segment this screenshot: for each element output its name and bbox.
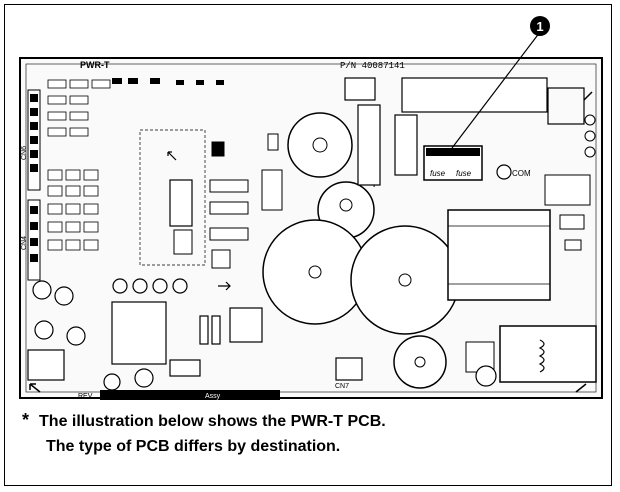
fuse-holder: fuse fuse: [423, 145, 483, 181]
connector-label-cn4: CN4: [21, 236, 28, 250]
electrolytic-capacitor-large-right: [350, 225, 460, 335]
indicator-leds: [584, 114, 596, 158]
lower-left-components: [27, 278, 363, 391]
transistor-row-top: [112, 78, 224, 85]
callout-leader-line: [451, 31, 541, 149]
transformer-block: [447, 174, 591, 301]
assy-label: Assy: [205, 393, 221, 400]
note-text-1: The illustration below shows the PWR-T P…: [39, 413, 386, 430]
electrolytic-capacitor-large-left: [262, 219, 368, 325]
corner-arrow-top-right: [583, 91, 593, 101]
com-terminal: COM: [496, 164, 531, 180]
electrolytic-capacitor-top: [287, 112, 353, 178]
note-line-2: The type of PCB differs by destination.: [46, 438, 340, 456]
note-text-2: The type of PCB differs by destination.: [46, 438, 341, 455]
pcb-inner-border: [25, 63, 597, 393]
inductor-lower-right: [465, 325, 597, 387]
corner-arrow-bottom-left: [29, 383, 41, 393]
left-connector-cn6: [27, 89, 41, 191]
callout-number: 1: [536, 19, 543, 34]
rev-label: REV.: [78, 393, 94, 400]
relay-block-upper: [344, 77, 585, 186]
board-name-silk: PWR-T: [80, 60, 110, 70]
part-number-silk: P/N 40087141: [340, 61, 405, 71]
resistor-column-middle: [209, 133, 283, 269]
fuse-label-right: fuse: [456, 169, 472, 178]
left-connector-cn4: [27, 199, 41, 281]
bottom-silk-bar: [100, 390, 280, 400]
connector-label-cn7: CN7: [335, 383, 349, 390]
resistor-array-left: [47, 79, 111, 251]
direction-arrow-mark: [218, 281, 231, 291]
fuse-label-left: fuse: [430, 169, 446, 178]
com-label: COM: [512, 169, 531, 178]
note-line-1: * The illustration below shows the PWR-T …: [22, 410, 386, 431]
corner-arrow-bottom-right: [575, 383, 587, 393]
connector-label-cn6: CN6: [21, 146, 28, 160]
electrolytic-capacitor-bottom: [393, 335, 447, 389]
ic-area: [139, 129, 206, 266]
callout-marker: [530, 16, 550, 36]
note-star: *: [22, 410, 30, 430]
